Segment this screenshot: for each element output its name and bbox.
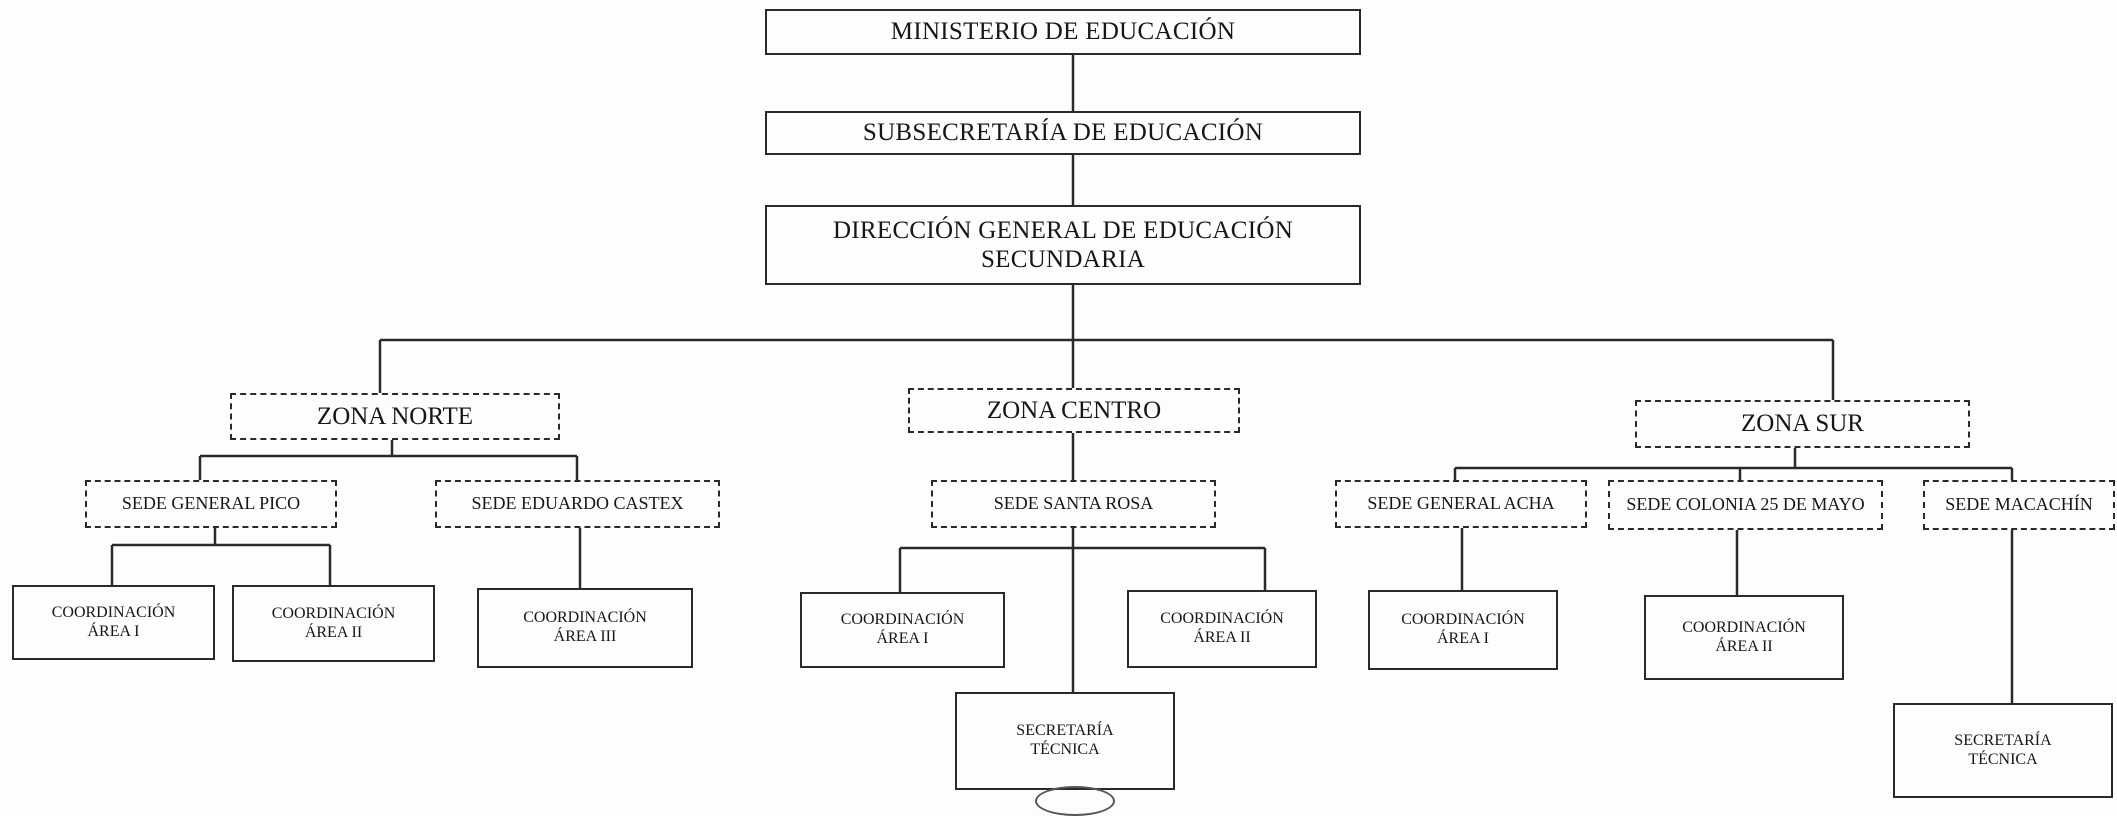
castex-area-iii-label: COORDINACIÓN ÁREA III: [523, 609, 647, 645]
macachin-secretaria-label: SECRETARÍA TÉCNICA: [1954, 731, 2052, 768]
colonia-area-ii-label: COORDINACIÓN ÁREA II: [1682, 618, 1806, 655]
castex-coordinacion-area-iii: COORDINACIÓN ÁREA III: [477, 588, 693, 668]
colonia-coordinacion-area-ii: COORDINACIÓN ÁREA II: [1644, 595, 1844, 680]
sede-eduardo-castex-label: SEDE EDUARDO CASTEX: [471, 493, 684, 514]
zone-centro: ZONA CENTRO: [908, 388, 1240, 433]
santa-rosa-secretaria-tecnica: SECRETARÍA TÉCNICA: [955, 692, 1175, 790]
sede-colonia-label: SEDE COLONIA 25 DE MAYO: [1626, 494, 1865, 515]
sede-macachin: SEDE MACACHÍN: [1923, 480, 2115, 530]
stamp-seal: [1035, 786, 1115, 816]
sede-general-acha: SEDE GENERAL ACHA: [1335, 480, 1587, 528]
pico-area-i-label: COORDINACIÓN ÁREA I: [51, 603, 176, 640]
node-subsecretaria-label: SUBSECRETARÍA DE EDUCACIÓN: [862, 119, 1264, 147]
sede-general-acha-label: SEDE GENERAL ACHA: [1367, 493, 1555, 514]
santa-rosa-coordinacion-area-i: COORDINACIÓN ÁREA I: [800, 592, 1005, 668]
acha-area-i-label: COORDINACIÓN ÁREA I: [1401, 611, 1525, 647]
acha-coordinacion-area-i: COORDINACIÓN ÁREA I: [1368, 590, 1558, 670]
sede-santa-rosa: SEDE SANTA ROSA: [931, 480, 1216, 528]
zone-sur: ZONA SUR: [1635, 400, 1970, 448]
connector-lines: [110, 55, 2014, 703]
sede-santa-rosa-label: SEDE SANTA ROSA: [993, 493, 1154, 514]
sede-general-pico: SEDE GENERAL PICO: [85, 480, 337, 528]
pico-area-ii-label: COORDINACIÓN ÁREA II: [271, 604, 396, 641]
pico-coordinacion-area-ii: COORDINACIÓN ÁREA II: [232, 585, 435, 662]
node-subsecretaria: SUBSECRETARÍA DE EDUCACIÓN: [765, 111, 1361, 155]
santa-rosa-area-ii-label: COORDINACIÓN ÁREA II: [1160, 610, 1284, 646]
sede-macachin-label: SEDE MACACHÍN: [1945, 494, 2093, 515]
zone-norte-label: ZONA NORTE: [316, 402, 474, 430]
santa-rosa-coordinacion-area-ii: COORDINACIÓN ÁREA II: [1127, 590, 1317, 668]
node-direccion-general-label: DIRECCIÓN GENERAL DE EDUCACIÓN SECUNDARI…: [832, 216, 1294, 274]
node-ministerio: MINISTERIO DE EDUCACIÓN: [765, 9, 1361, 55]
santa-rosa-secretaria-label: SECRETARÍA TÉCNICA: [1016, 722, 1114, 758]
node-ministerio-label: MINISTERIO DE EDUCACIÓN: [890, 18, 1236, 46]
zone-norte: ZONA NORTE: [230, 393, 560, 440]
pico-coordinacion-area-i: COORDINACIÓN ÁREA I: [12, 585, 215, 660]
zone-centro-label: ZONA CENTRO: [986, 396, 1162, 424]
sede-general-pico-label: SEDE GENERAL PICO: [121, 493, 301, 514]
santa-rosa-area-i-label: COORDINACIÓN ÁREA I: [840, 611, 965, 647]
node-direccion-general: DIRECCIÓN GENERAL DE EDUCACIÓN SECUNDARI…: [765, 205, 1361, 285]
zone-sur-label: ZONA SUR: [1741, 410, 1864, 438]
sede-colonia-25-de-mayo: SEDE COLONIA 25 DE MAYO: [1608, 480, 1883, 530]
macachin-secretaria-tecnica: SECRETARÍA TÉCNICA: [1893, 703, 2113, 798]
sede-eduardo-castex: SEDE EDUARDO CASTEX: [435, 480, 720, 528]
